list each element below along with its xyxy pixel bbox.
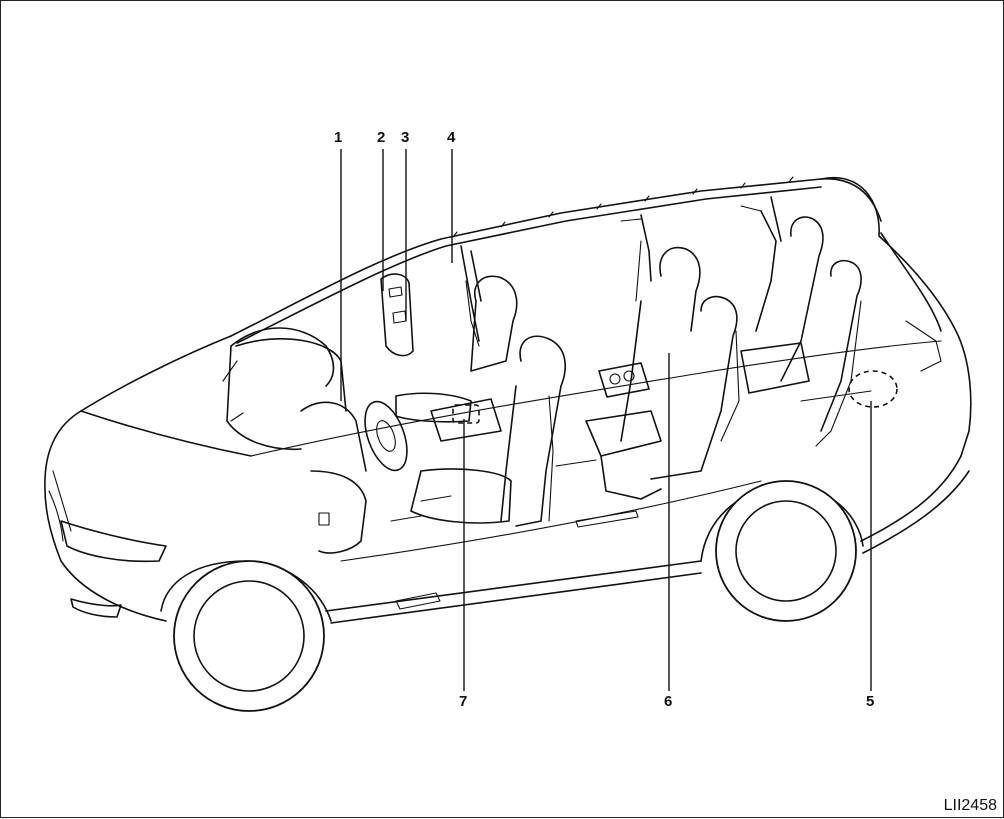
callout-5: 5	[866, 693, 875, 710]
location-mark-5	[848, 370, 898, 408]
front-seats	[390, 275, 567, 610]
figure-code: LII2458	[943, 797, 997, 814]
overhead-console	[380, 273, 414, 357]
callout-7: 7	[459, 693, 468, 710]
callout-leaders	[340, 149, 872, 691]
callout-1: 1	[334, 129, 343, 146]
pillars-and-glass	[235, 196, 782, 412]
location-mark-7	[452, 404, 480, 424]
callout-2: 2	[377, 129, 386, 146]
front-wheel	[160, 560, 332, 712]
callout-4: 4	[447, 129, 456, 146]
dashboard-steering	[222, 327, 408, 554]
callout-6: 6	[664, 693, 673, 710]
callout-3: 3	[401, 129, 410, 146]
second-row-seats	[555, 240, 740, 528]
rear-wheel	[700, 480, 864, 622]
third-row-seats	[740, 210, 942, 447]
vehicle-body-outline	[44, 176, 972, 624]
